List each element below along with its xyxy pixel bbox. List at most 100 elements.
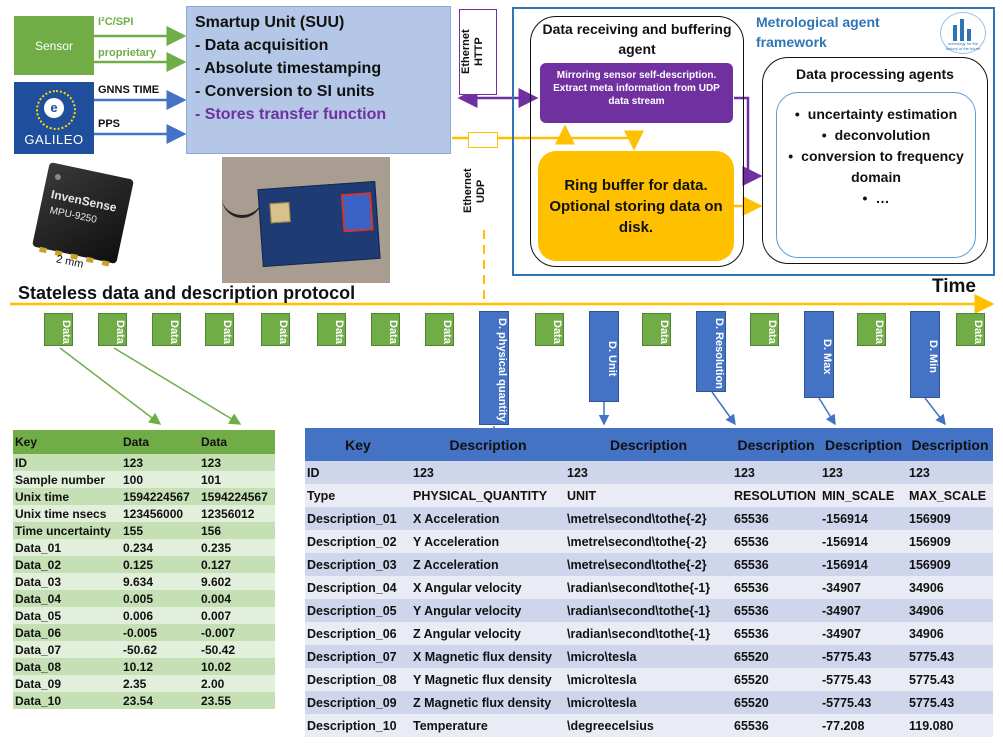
description-table-cell: \metre\second\tothe{-2} xyxy=(565,530,732,553)
description-table-cell: MAX_SCALE xyxy=(907,484,993,507)
data-table-row: Data_07-50.62-50.42 xyxy=(13,641,275,658)
description-table-header-cell: Description xyxy=(565,428,732,461)
description-table-cell: 65520 xyxy=(732,668,820,691)
description-table-header-cell: Description xyxy=(907,428,993,461)
pps-label: PPS xyxy=(98,118,121,130)
pin-one-marker xyxy=(54,173,62,181)
description-table-cell: Z Angular velocity xyxy=(411,622,565,645)
description-table-cell: Description_05 xyxy=(305,599,411,622)
data-table-cell: 0.127 xyxy=(199,556,275,573)
mirror-box: Mirroring sensor self-description. Extra… xyxy=(540,63,733,123)
data-table-cell: 123456000 xyxy=(121,505,199,522)
udp-text: UDP xyxy=(475,179,487,203)
description-packet-min: D. Min xyxy=(910,311,940,398)
protocol-title: Stateless data and description protocol xyxy=(18,283,356,303)
data-table-cell: 123 xyxy=(121,454,199,471)
description-table-cell: \radian\second\tothe{-1} xyxy=(565,599,732,622)
description-table-cell: -156914 xyxy=(820,507,907,530)
galileo-emblem-icon: e xyxy=(44,98,64,118)
gnss-label: GNNS TIME xyxy=(98,84,160,96)
data-table-cell: 101 xyxy=(199,471,275,488)
data-table-header-cell: Key xyxy=(13,430,121,454)
description-table-cell: 123 xyxy=(820,461,907,484)
galileo-box: e GALILEO xyxy=(14,82,94,154)
data-packet: Data xyxy=(425,313,454,346)
description-table-cell: MIN_SCALE xyxy=(820,484,907,507)
desc-link-max xyxy=(818,397,836,426)
description-table-cell: \degreecelsius xyxy=(565,714,732,737)
description-table-cell: -156914 xyxy=(820,553,907,576)
description-table-cell: 34906 xyxy=(907,599,993,622)
description-table-cell: 5775.43 xyxy=(907,691,993,714)
data-table-cell: ID xyxy=(13,454,121,471)
description-table-cell: Description_10 xyxy=(305,714,411,737)
data-table-cell: 0.007 xyxy=(199,607,275,624)
data-table-cell: Data_07 xyxy=(13,641,121,658)
data-table-cell: Data_01 xyxy=(13,539,121,556)
data-table-cell: 123 xyxy=(199,454,275,471)
description-table-header-cell: Key xyxy=(305,428,411,461)
description-table-cell: 123 xyxy=(411,461,565,484)
description-table-cell: 156909 xyxy=(907,530,993,553)
description-table-cell: Description_09 xyxy=(305,691,411,714)
logo-bar xyxy=(960,19,964,41)
description-table-cell: 65520 xyxy=(732,645,820,668)
data-table-cell: Data_04 xyxy=(13,590,121,607)
description-table-header-cell: Description xyxy=(411,428,565,461)
lcd-display xyxy=(340,192,374,233)
description-table-cell: 156909 xyxy=(907,507,993,530)
receiving-agent-title: Data receiving and buffering agent xyxy=(542,21,732,57)
receiving-agent-box xyxy=(530,16,744,267)
data-table-cell: 0.235 xyxy=(199,539,275,556)
data-packet: Data xyxy=(750,313,779,346)
ethernet-http-label: Ethernet HTTP xyxy=(459,9,497,95)
data-table-cell: Data_08 xyxy=(13,658,121,675)
pcb xyxy=(257,180,381,268)
desc-link-resolution xyxy=(711,391,736,426)
data-table-cell: 156 xyxy=(199,522,275,539)
data-packet: Data xyxy=(152,313,181,346)
description-table-header-cell: Description xyxy=(820,428,907,461)
data-packet: Data xyxy=(317,313,346,346)
data-table-cell: 0.125 xyxy=(121,556,199,573)
processing-list: •uncertainty estimation •deconvolution •… xyxy=(780,104,972,209)
data-packet: Data xyxy=(857,313,886,346)
proprietary-label: proprietary xyxy=(98,47,157,59)
processing-item-text: deconvolution xyxy=(834,127,931,143)
sensor-label: Sensor xyxy=(34,38,74,53)
smartup-title: Smartup Unit (SUU) xyxy=(195,14,345,31)
data-table-cell: Data_03 xyxy=(13,573,121,590)
data-table-header-cell: Data xyxy=(121,430,199,454)
data-packet: Data xyxy=(205,313,234,346)
description-table-cell: X Angular velocity xyxy=(411,576,565,599)
description-table-cell: Y Magnetic flux density xyxy=(411,668,565,691)
description-table-cell: \metre\second\tothe{-2} xyxy=(565,553,732,576)
description-table-cell: UNIT xyxy=(565,484,732,507)
description-table-header-cell: Description xyxy=(732,428,820,461)
smartup-item: - Data acquisition xyxy=(195,37,329,54)
description-table-cell: ID xyxy=(305,461,411,484)
data-packet: Data xyxy=(535,313,564,346)
description-table-cell: 123 xyxy=(732,461,820,484)
data-table-cell: -0.005 xyxy=(121,624,199,641)
description-table-cell: Y Angular velocity xyxy=(411,599,565,622)
data-table-cell: -0.007 xyxy=(199,624,275,641)
data-table-cell: 23.55 xyxy=(199,692,275,709)
logo-text: metrology for the factory of the future xyxy=(945,41,981,51)
data-packet-link-2 xyxy=(113,347,242,425)
description-table-cell: 65520 xyxy=(732,691,820,714)
description-table-cell: Description_06 xyxy=(305,622,411,645)
description-table-cell: 65536 xyxy=(732,507,820,530)
sensor-box: Sensor xyxy=(14,16,94,75)
data-table-cell: Data_10 xyxy=(13,692,121,709)
